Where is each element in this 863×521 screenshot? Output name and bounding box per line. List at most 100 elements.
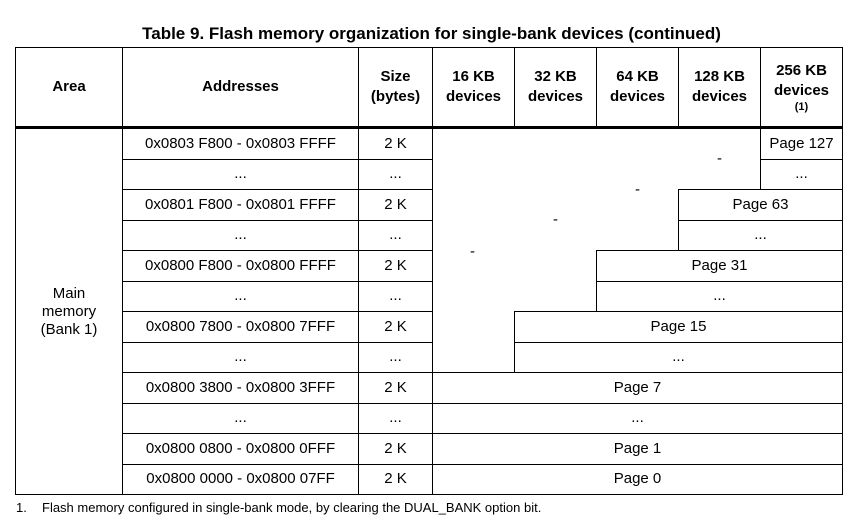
header-256kb-line1: 256 KB [776,62,827,79]
dash-32kb: - [553,211,558,228]
table-row: 0x0800 0000 - 0x0800 07FF 2 K Page 0 [16,463,843,495]
size-cell: ... [358,341,433,373]
blank-cell [678,159,761,190]
header-size-line1: Size [380,68,411,85]
blank-cell [432,189,515,220]
address-cell: ... [122,402,359,434]
size-cell: 2 K [358,463,433,495]
header-64kb-line2: devices [609,88,666,105]
page-cell: ... [514,341,843,373]
header-16kb-line1: 16 KB [452,68,495,85]
header-64kb-line1: 64 KB [616,68,659,85]
table-row: 0x0800 F800 - 0x0800 FFFF 2 K Page 31 [16,250,843,282]
blank-cell [432,281,515,312]
area-line3: (Bank 1) [40,320,98,338]
page-cell: ... [432,402,843,434]
address-cell: 0x0801 F800 - 0x0801 FFFF [122,189,359,221]
blank-cell [515,128,597,160]
page-cell: Page 0 [432,463,843,495]
blank-cell [596,189,679,220]
table-title: Table 9. Flash memory organization for s… [142,24,721,43]
size-cell: ... [358,280,433,312]
blank-cell [596,220,679,251]
blank-cell [432,311,515,342]
table-row: 0x0801 F800 - 0x0801 FFFF 2 K Page 63 [16,189,843,221]
address-cell: 0x0800 F800 - 0x0800 FFFF [122,250,359,282]
address-cell: 0x0800 0800 - 0x0800 0FFF [122,433,359,465]
header-16kb: 16 KB devices [432,47,515,129]
footnote-number: 1. [16,500,27,515]
page-cell: Page 127 [760,127,843,160]
header-32kb-line2: devices [527,88,584,105]
page-cell: ... [760,158,843,190]
size-cell: ... [358,158,433,190]
size-cell: 2 K [358,372,433,404]
size-cell: 2 K [358,433,433,465]
size-cell: ... [358,402,433,434]
header-area: Area [15,47,123,129]
address-cell: ... [122,219,359,251]
page-cell: ... [596,280,843,312]
page-cell: Page 63 [678,189,843,221]
table-row: ... ... ... [16,219,843,251]
header-64kb: 64 KB devices [596,47,679,129]
address-cell: ... [122,280,359,312]
footnote-text: Flash memory configured in single-bank m… [42,500,542,515]
header-128kb-line2: devices [691,88,748,105]
page-cell: Page 1 [432,433,843,465]
header-32kb: 32 KB devices [514,47,597,129]
address-cell: 0x0800 7800 - 0x0800 7FFF [122,311,359,343]
blank-cell [432,250,515,281]
size-cell: 2 K [358,127,433,160]
table-row: ... ... ... [16,402,843,434]
footnote: 1. Flash memory configured in single-bank… [16,500,541,516]
blank-cell [432,127,515,159]
blank-cell [678,127,761,159]
page-cell: Page 7 [432,372,843,404]
blank-cell [432,220,515,251]
area-line2: memory [41,302,97,320]
dash-64kb: - [635,181,640,198]
table-row: ... ... ... [16,280,843,312]
table-row: 0x0800 3800 - 0x0800 3FFF 2 K Page 7 [16,372,843,404]
header-128kb-line1: 128 KB [694,68,745,85]
table-row: ... ... ... [16,158,843,190]
area-line1: Main [52,284,86,302]
dash-16kb: - [470,243,475,260]
header-256kb: 256 KB devices (1) [760,47,843,129]
size-cell: 2 K [358,311,433,343]
blank-cell [514,250,597,281]
header-addresses: Addresses [122,47,359,129]
dash-128kb: - [717,150,722,167]
address-cell: ... [122,341,359,373]
header-size-line2: (bytes) [370,88,421,105]
header-size: Size (bytes) [358,47,433,129]
blank-cell [432,342,515,373]
blank-cell [597,128,679,160]
address-cell: 0x0800 3800 - 0x0800 3FFF [122,372,359,404]
size-cell: 2 K [358,189,433,221]
header-128kb: 128 KB devices [678,47,761,129]
page-cell: Page 31 [596,250,843,282]
header-32kb-line1: 32 KB [534,68,577,85]
header-16kb-line2: devices [445,88,502,105]
address-cell: 0x0803 F800 - 0x0803 FFFF [122,127,359,160]
address-cell: ... [122,158,359,190]
footnote-ref: (1) [794,101,809,113]
page-cell: Page 15 [514,311,843,343]
blank-cell [515,159,597,190]
size-cell: ... [358,219,433,251]
size-cell: 2 K [358,250,433,282]
blank-cell [432,159,515,190]
table-row: ... ... ... [16,341,843,373]
header-256kb-line2: devices [773,82,830,99]
blank-cell [514,281,597,312]
table-row: 0x0800 7800 - 0x0800 7FFF 2 K Page 15 [16,311,843,343]
page-cell: ... [678,219,843,251]
table-row: 0x0800 0800 - 0x0800 0FFF 2 K Page 1 [16,433,843,465]
address-cell: 0x0800 0000 - 0x0800 07FF [122,463,359,495]
